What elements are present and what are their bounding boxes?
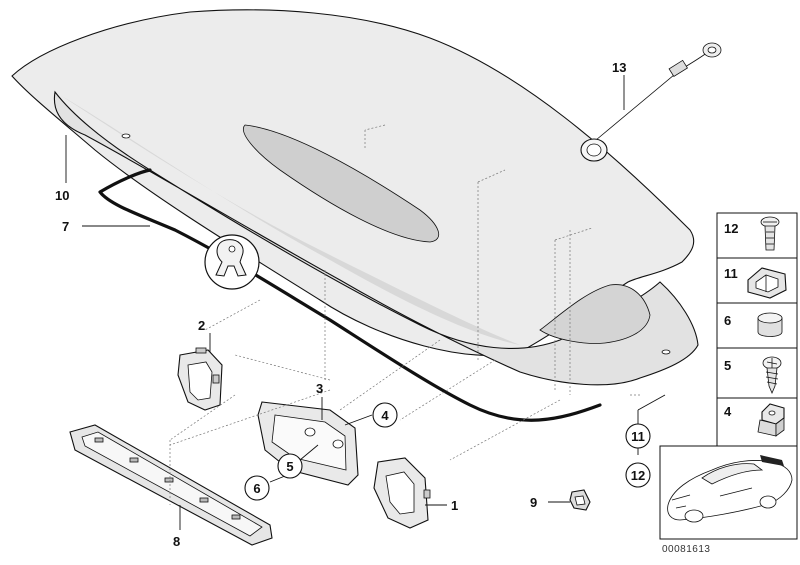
bezel-2[interactable] [177,347,223,411]
svg-text:4: 4 [381,408,389,423]
legend-label-6: 6 [724,313,731,328]
trim-strip-8[interactable] [69,424,273,546]
legend-label-11: 11 [724,266,738,281]
callout-8: 8 [173,534,180,549]
callout-2: 2 [198,318,205,333]
callout-1: 1 [451,498,458,513]
clip-icon [757,403,785,437]
callout-7: 7 [62,219,69,234]
seal-clip-detail [204,234,260,290]
callout-6: 6 [244,475,270,501]
callout-13: 13 [612,60,626,75]
svg-text:6: 6 [253,481,260,496]
clip-9[interactable] [569,489,591,511]
callout-4: 4 [372,402,398,428]
vehicle-thumbnail [659,445,798,540]
bezel-1[interactable] [373,457,431,529]
callout-9: 9 [530,495,537,510]
callout-3: 3 [316,381,323,396]
legend-label-12: 12 [724,221,738,236]
seal[interactable] [98,168,602,422]
handle-frame-3[interactable] [257,401,359,486]
callout-12: 12 [625,462,651,488]
cable-grommet-13[interactable] [580,42,722,162]
legend-label-5: 5 [724,358,731,373]
trunk-lid[interactable] [11,9,699,395]
screw-icon [762,356,782,395]
svg-text:11: 11 [631,429,645,444]
callout-11: 11 [625,423,651,449]
construction-lines [169,124,640,505]
legend-label-4: 4 [724,404,732,419]
reference-number: 00081613 [662,544,711,555]
svg-text:5: 5 [286,459,293,474]
callout-10: 10 [55,188,69,203]
clip-nut-icon [747,267,787,299]
rivet-icon [760,216,780,251]
plug-icon [757,312,783,337]
callout-5: 5 [277,453,303,479]
leader-lines [65,75,666,530]
svg-text:12: 12 [631,468,645,483]
fastener-legend: 12 11 6 5 4 [716,212,798,447]
